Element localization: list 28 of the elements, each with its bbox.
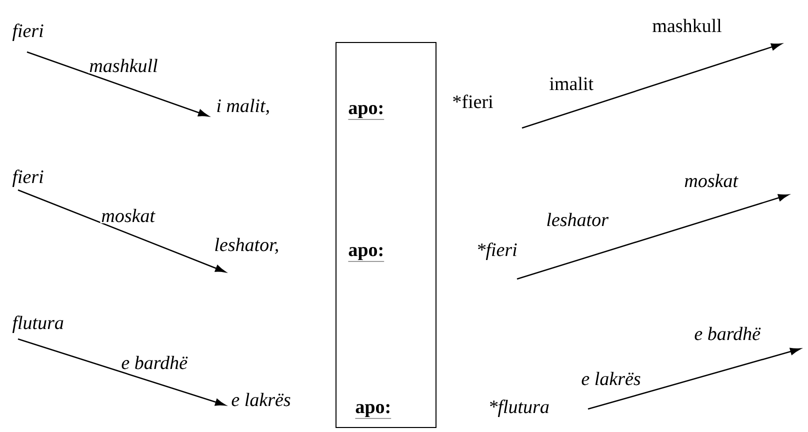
word: mashkull (652, 18, 722, 32)
arrow (522, 43, 782, 129)
bold-word: apo: (355, 404, 392, 419)
word: *flutura (490, 400, 549, 418)
edge-label: mashkull (88, 58, 159, 74)
arrow (18, 189, 226, 272)
word: moskat (684, 174, 738, 188)
arrow (588, 348, 801, 410)
arrow (26, 51, 209, 117)
arrow (516, 194, 789, 280)
word: leshator, (215, 238, 278, 254)
edge-label: leshator (545, 212, 610, 228)
word: *fieri (453, 94, 493, 108)
bold-word: apo: (348, 105, 384, 120)
word: fieri (12, 24, 44, 42)
edge-label: e lakrës (580, 370, 642, 386)
word: e lakrës (232, 392, 290, 406)
word: e bardhë (694, 326, 761, 340)
word: i malit, (217, 98, 269, 115)
word: flutura (12, 316, 64, 334)
bold-word: apo: (348, 247, 384, 262)
arrow (18, 338, 226, 406)
bordered-box (336, 42, 436, 428)
word: *fieri (478, 242, 517, 260)
edge-label: imalit (548, 76, 595, 92)
edge-label: moskat (100, 208, 156, 224)
edge-label: e bardhë (120, 354, 188, 370)
word: fieri (12, 170, 44, 188)
